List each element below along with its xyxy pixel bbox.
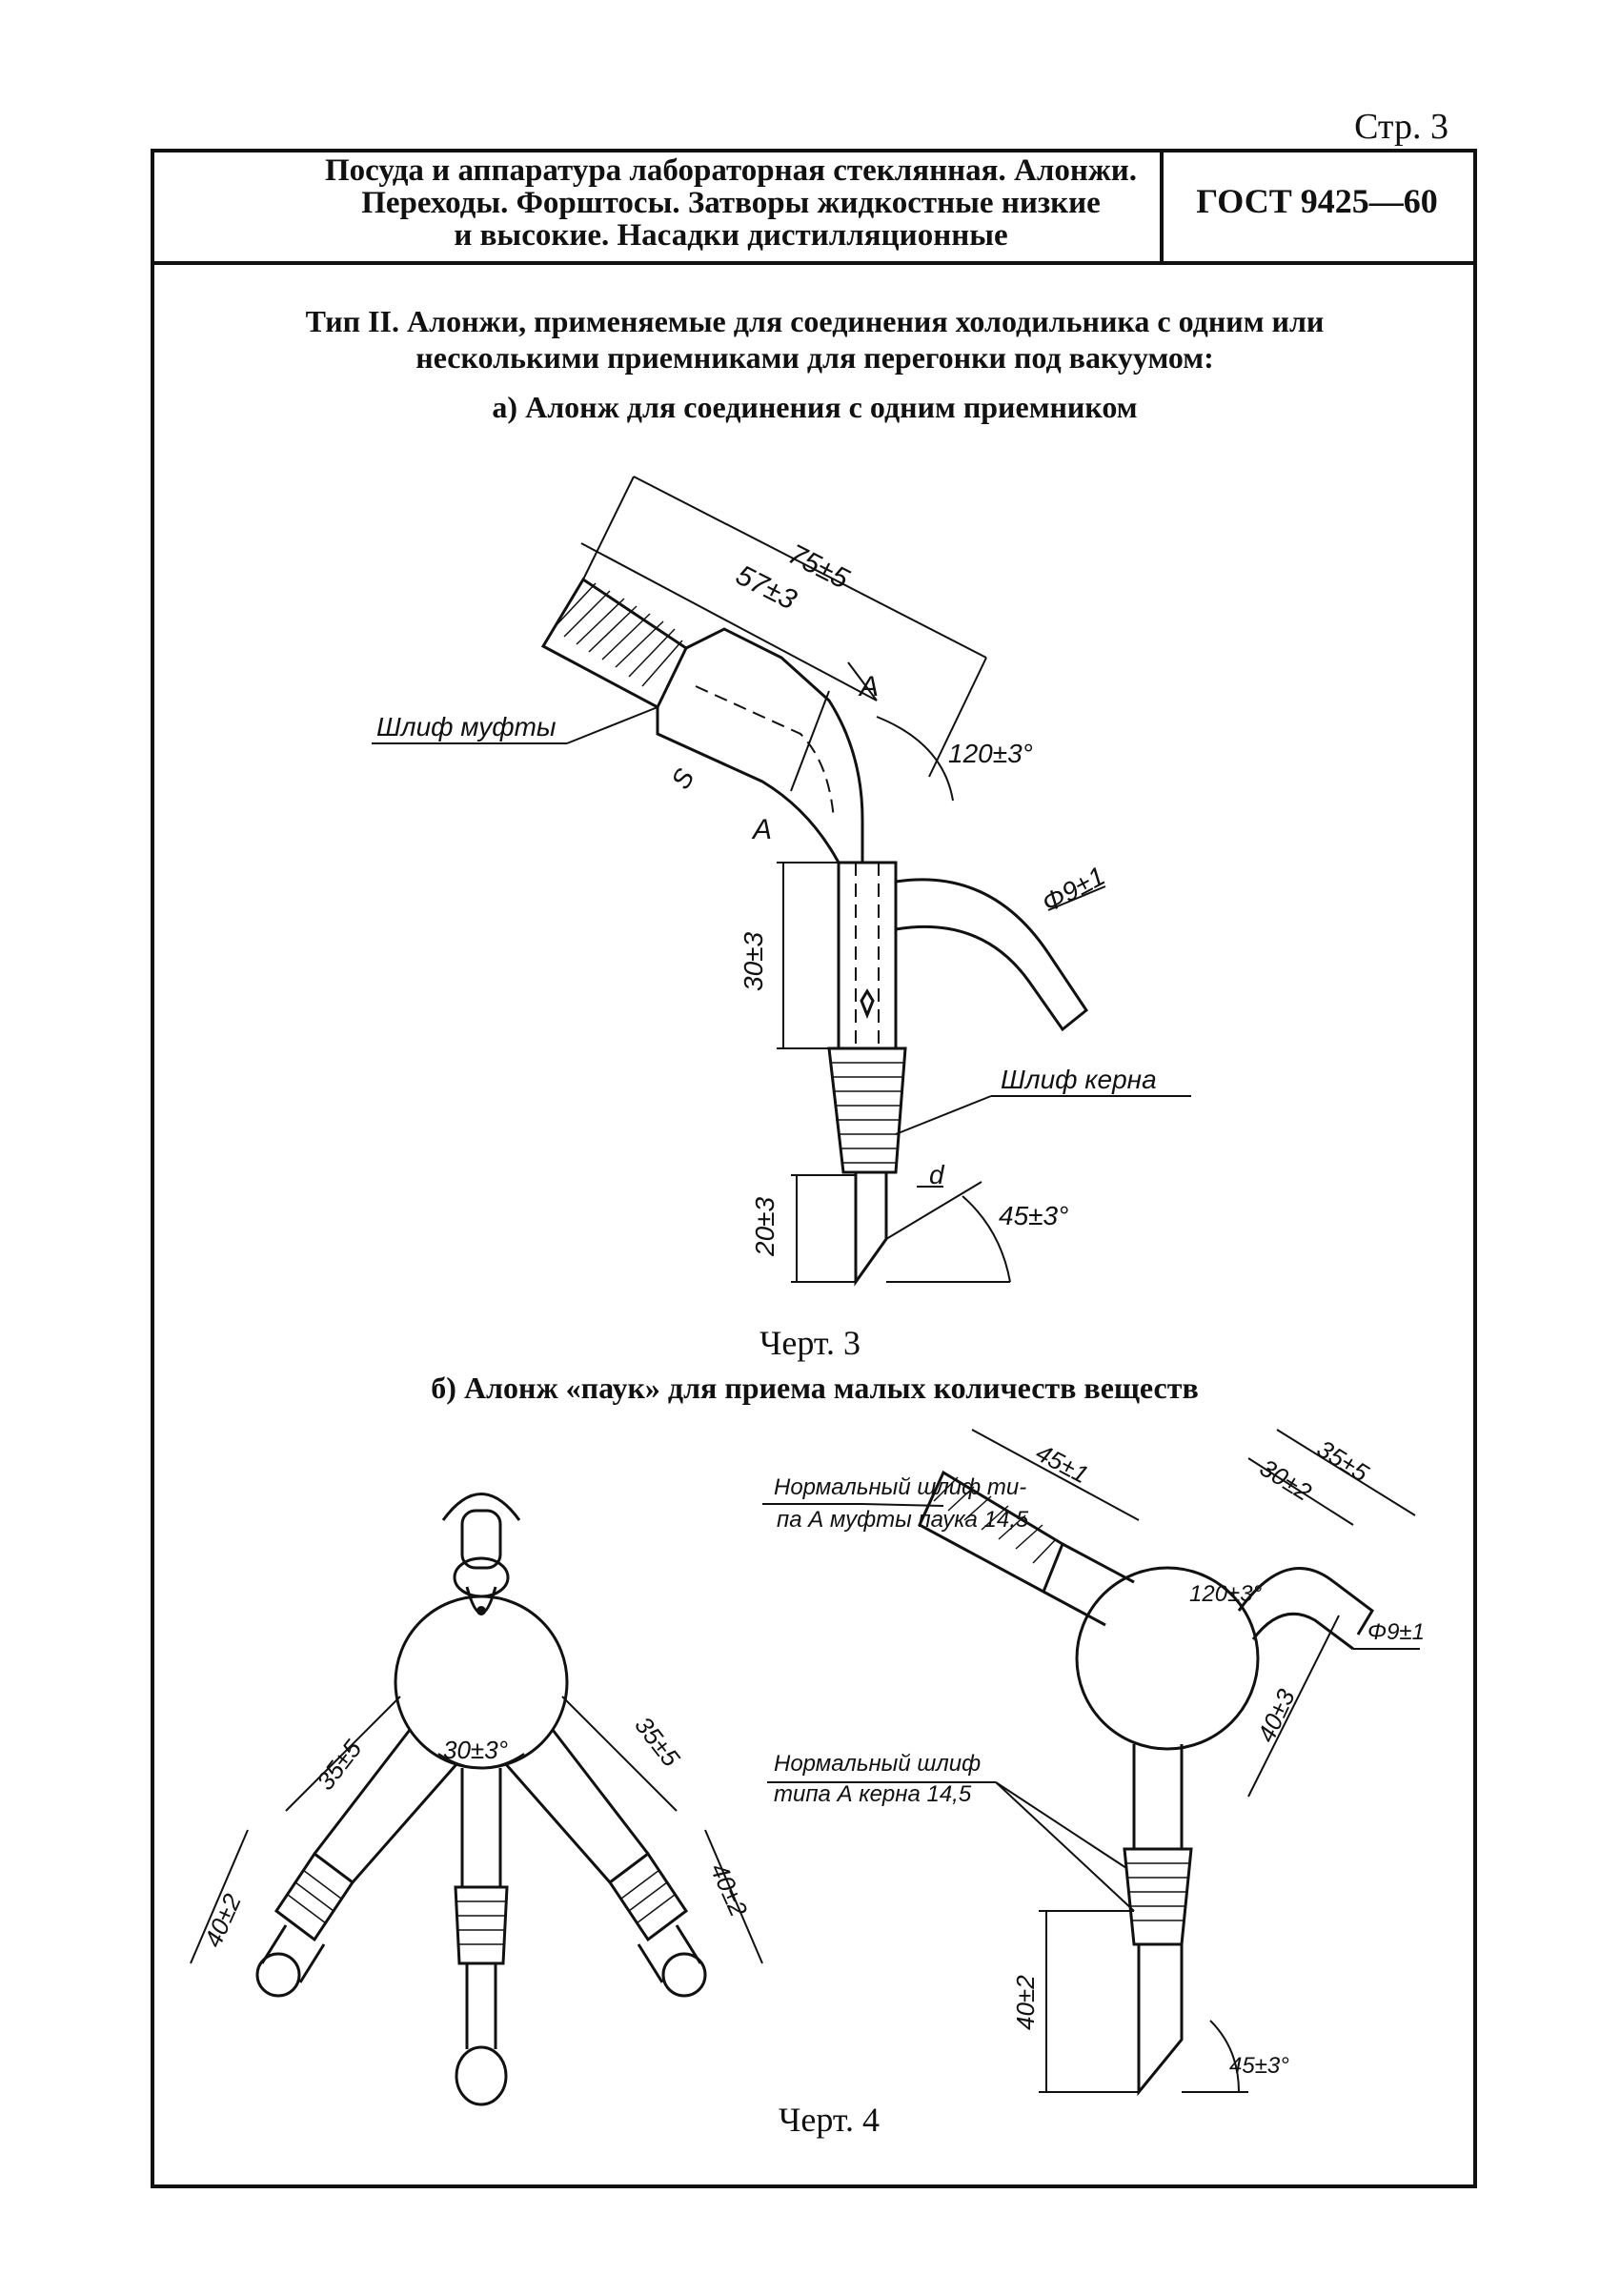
dim-line-right-35 [561, 1696, 678, 1812]
subheading-a: а) Алонж для соединения с одним приемник… [492, 390, 1138, 424]
dim-line-57 [580, 542, 878, 701]
ground-socket-label: Шлиф муфты [376, 712, 557, 742]
spider-right-arm [503, 1729, 650, 1883]
dim-s-label: S [665, 763, 699, 794]
leader-cone [895, 1095, 992, 1135]
side-view-stem [1132, 1744, 1184, 1849]
section-heading-line-1: Тип II. Алонжи, применяемые для соединен… [305, 304, 1325, 338]
dim-35-left-label: 35±5 [311, 1734, 367, 1795]
angle-arc-45-side [1209, 2020, 1240, 2093]
body-frame [151, 261, 1477, 2188]
side-view-drip-tube [1137, 1944, 1184, 2097]
dim-line-35-right [1276, 1429, 1416, 1516]
dim-40-right-label: 40±3 [1251, 1684, 1301, 1746]
dim-line-left-40 [190, 1829, 249, 1964]
dim-40-mid-label: 40±2 [705, 1859, 754, 1920]
subheading-b: б) Алонж «паук» для приема малых количес… [431, 1371, 1199, 1405]
dim-line-45 [971, 1429, 1140, 1521]
figure-3-caption: Черт. 3 [759, 1324, 861, 1362]
figure-3-drawing: 75±5 57±3 A A S 120±3° Шлиф муфты Φ9±1 3… [372, 476, 1191, 1287]
dim-45-label: 45±1 [1031, 1438, 1093, 1490]
document-title: Посуда и аппаратура лабораторная стеклян… [183, 154, 1279, 259]
angle-30-label: 30±3° [443, 1736, 508, 1764]
spider-left-arm [313, 1729, 459, 1883]
angle-120-side-label: 120±3° [1189, 1581, 1263, 1607]
figure-3-drip-tube [854, 1172, 888, 1287]
figure-3-straight-tube [837, 861, 898, 1050]
section-heading: Тип II. Алонжи, применяемые для соединен… [195, 303, 1434, 379]
figure-4-side-view: Нормальный шлиф ти- па А муфты паука 14,… [762, 1429, 1425, 2097]
title-line-1: Посуда и аппаратура лабораторная стеклян… [324, 153, 1138, 188]
side-view-neck [1043, 1542, 1135, 1627]
angle-45-side-label: 45±3° [1229, 2053, 1289, 2079]
figure-3-ground-cone [827, 1046, 907, 1174]
dim-30-label: 30±3 [739, 931, 768, 991]
header-frame: Посуда и аппаратура лабораторная стеклян… [151, 149, 1477, 265]
dim-line-30-right [1247, 1457, 1354, 1526]
dim-30-right-label: 30±2 [1255, 1453, 1317, 1507]
section-heading-line-2: несколькими приемниками для перегонки по… [415, 340, 1214, 375]
dim-40-bottom-label: 40±2 [1011, 1975, 1040, 2030]
figure-3-tube-lower-edge [656, 707, 840, 864]
socket-label-line-2: па А муфты паука 14,5 [777, 1507, 1029, 1533]
mark-a-top: A [858, 671, 879, 702]
angle-120-label: 120±3° [948, 739, 1033, 768]
mark-a-bottom: A [751, 814, 772, 845]
header-top-rule [151, 149, 1477, 152]
dim-phi9-side-label: Φ9±1 [1367, 1619, 1425, 1645]
figure-4-caption: Черт. 4 [779, 2101, 880, 2139]
header-divider [1160, 149, 1164, 261]
spider-middle-arm [460, 1768, 502, 1887]
dim-line-75 [633, 476, 987, 659]
cone-label-line-1: Нормальный шлиф [774, 1751, 981, 1777]
dim-35-mid-label: 35±5 [629, 1711, 685, 1772]
dim-20-label: 20±3 [750, 1196, 780, 1257]
title-line-3: и высокие. Насадки дистилляционные [454, 218, 1008, 253]
figure-3-inner-tube [695, 685, 835, 821]
angle-arc-120 [876, 716, 954, 802]
dim-phi9-label: Φ9±1 [1037, 861, 1109, 918]
dim-40-left-label: 40±2 [198, 1889, 247, 1951]
dim-line-40-right [1247, 1615, 1340, 1798]
title-line-2: Переходы. Форштосы. Затворы жидкостные н… [361, 186, 1101, 220]
section-line-a [790, 690, 830, 792]
figure-3-drip-tip [860, 988, 875, 1020]
spider-top-socket [441, 1493, 521, 1521]
dim-d-label: d [929, 1160, 945, 1189]
side-view-bulb [1075, 1566, 1260, 1751]
dim-line-right-40 [704, 1829, 763, 1964]
figure-3-side-arm [895, 878, 1089, 1032]
dim-line-left-35 [285, 1696, 401, 1812]
leader-socket [566, 706, 658, 744]
figure-3-ground-socket [540, 577, 688, 710]
figure-3-tube-upper-edge [685, 627, 864, 863]
ground-cone-label: Шлиф керна [1001, 1065, 1157, 1094]
angle-45-label: 45±3° [999, 1201, 1068, 1230]
angle-arc-30 [437, 1753, 525, 1769]
page-number: Стр. 3 [1354, 107, 1448, 147]
standard-code: ГОСТ 9425—60 [1196, 182, 1438, 220]
side-view-side-arm [1237, 1567, 1374, 1651]
angle-arc-45 [962, 1195, 1011, 1283]
figure-4-spider-front-view: 30±3° 35±5 35±5 40±2 40±2 [190, 1493, 763, 2106]
dim-35-right-label: 35±5 [1312, 1434, 1374, 1488]
socket-label-line-1: Нормальный шлиф ти- [774, 1474, 1026, 1500]
cone-label-line-2: типа А керна 14,5 [774, 1781, 972, 1807]
